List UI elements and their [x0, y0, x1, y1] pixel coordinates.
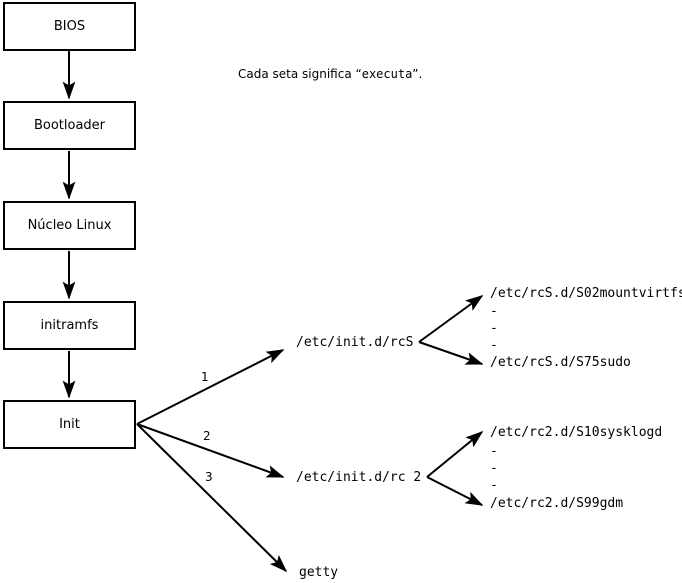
- arrow-rc2-to-last-script: [426, 476, 484, 506]
- caption-text-before: Cada seta significa “: [238, 67, 362, 81]
- target-rc2-label[interactable]: /etc/init.d/rc 2: [296, 470, 422, 485]
- node-init-label: Init: [59, 417, 80, 432]
- node-init[interactable]: Init: [3, 400, 136, 449]
- node-kernel[interactable]: Núcleo Linux: [3, 201, 136, 250]
- diagram-caption: Cada seta significa “executa”.: [238, 67, 422, 81]
- rc2-ellipsis-dash-1: -: [490, 444, 498, 459]
- edge-label-2: 2: [203, 429, 211, 443]
- node-initramfs-label: initramfs: [40, 318, 99, 333]
- node-initramfs[interactable]: initramfs: [3, 301, 136, 350]
- arrow-rcs-to-first-script: [418, 295, 484, 343]
- caption-executa-word: executa: [361, 67, 413, 81]
- arrow-rc2-to-first-script: [426, 430, 484, 478]
- script-rcs-first[interactable]: /etc/rcS.d/S02mountvirtfs: [490, 286, 682, 301]
- target-rcs-label[interactable]: /etc/init.d/rcS: [296, 335, 414, 350]
- edge-label-3: 3: [205, 470, 213, 484]
- rc2-ellipsis-dash-3: -: [490, 478, 498, 493]
- node-kernel-label: Núcleo Linux: [27, 218, 112, 233]
- arrow-init-to-rc2: [136, 423, 285, 478]
- edge-label-1: 1: [201, 370, 209, 384]
- node-bootloader-label: Bootloader: [33, 118, 106, 133]
- script-rc2-first[interactable]: /etc/rc2.d/S10sysklogd: [490, 425, 663, 440]
- node-bootloader[interactable]: Bootloader: [3, 101, 136, 150]
- script-rc2-last[interactable]: /etc/rc2.d/S99gdm: [490, 496, 624, 511]
- rcs-ellipsis-dash-1: -: [490, 304, 498, 319]
- rcs-ellipsis-dash-3: -: [490, 338, 498, 353]
- rcs-ellipsis-dash-2: -: [490, 321, 498, 336]
- caption-text-after: ”.: [412, 67, 423, 81]
- script-rcs-last[interactable]: /etc/rcS.d/S75sudo: [490, 355, 631, 370]
- arrow-init-to-getty: [136, 423, 288, 573]
- arrow-rcs-to-last-script: [418, 341, 484, 365]
- rc2-ellipsis-dash-2: -: [490, 461, 498, 476]
- target-getty-label[interactable]: getty: [299, 565, 339, 580]
- node-bios-label: BIOS: [53, 19, 86, 34]
- arrow-init-to-rcs: [136, 349, 285, 425]
- node-bios[interactable]: BIOS: [3, 2, 136, 51]
